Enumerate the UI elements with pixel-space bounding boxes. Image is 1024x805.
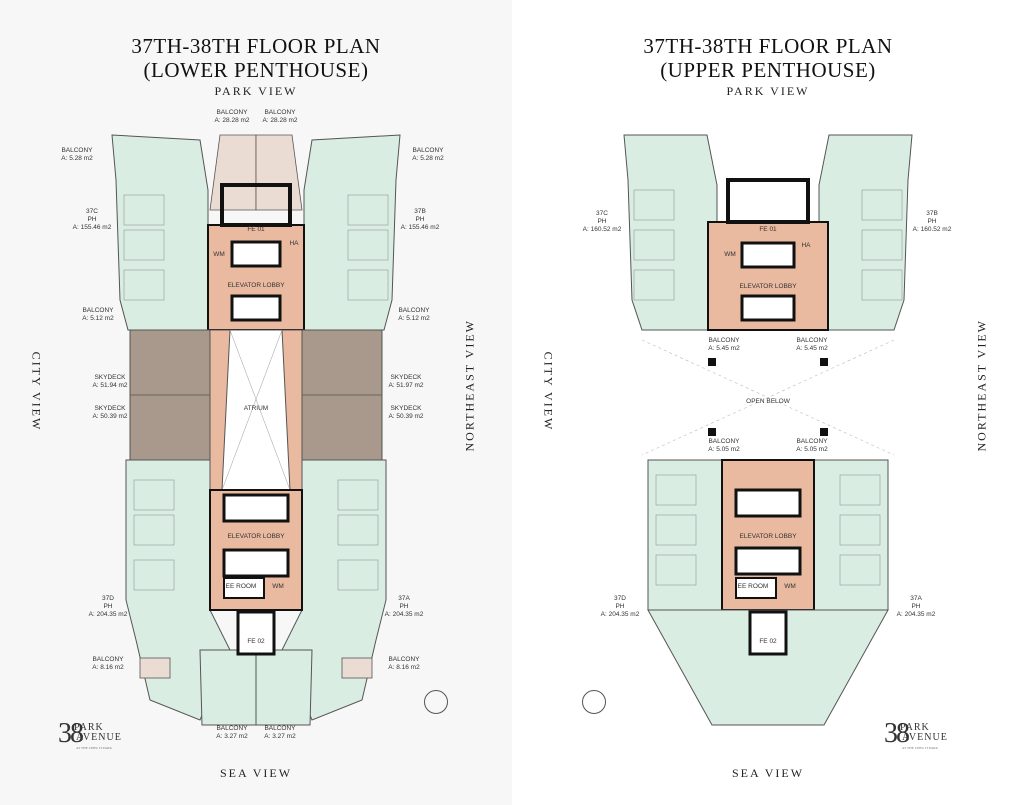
- logo-line1: PARK: [900, 722, 930, 733]
- upper-sea-view-label: SEA VIEW: [731, 766, 805, 780]
- lower-floor-plan: [111, 134, 401, 726]
- upper-title-line2: (UPPER PENTHOUSE): [660, 58, 876, 82]
- unit-37c-area: [111, 134, 209, 331]
- logo-line2: AVENUE: [76, 732, 122, 743]
- upper-label-fe02: FE 02: [759, 638, 777, 645]
- upper-penthouse-panel: 37TH-38TH FLOOR PLAN (UPPER PENTHOUSE) P…: [512, 0, 1024, 805]
- upper-bottom-terrace: [647, 609, 889, 726]
- label-ha: HA: [289, 240, 299, 247]
- upper-label-ee-room: EE ROOM: [737, 583, 769, 590]
- balcony-bottom-right: [341, 657, 373, 679]
- upper-label-ha: HA: [801, 242, 811, 249]
- label-fe02: FE 02: [247, 638, 265, 645]
- label-ee-room: EE ROOM: [225, 583, 257, 590]
- balcony-bottom-left: [139, 657, 171, 679]
- unit-37b-area: [303, 134, 401, 331]
- upper-title-line1: 37TH-38TH FLOOR PLAN: [643, 34, 893, 58]
- upper-label-elevator-lobby2: ELEVATOR LOBBY: [739, 533, 797, 540]
- upper-label-wm2: WM: [784, 583, 796, 590]
- logo-line2: AVENUE: [902, 732, 948, 743]
- label-fe01: FE 01: [247, 226, 265, 233]
- logo-tagline: AT THE CEBU IT PARK: [76, 746, 113, 750]
- upper-floor-plan: [623, 134, 913, 726]
- logo-line1: PARK: [74, 722, 104, 733]
- label-atrium: ATRIUM: [243, 405, 269, 412]
- compass-icon: [582, 690, 606, 714]
- upper-label-open-below: OPEN BELOW: [746, 398, 790, 405]
- logo-number: 38: [884, 718, 910, 749]
- lower-title-line1: 37TH-38TH FLOOR PLAN: [131, 34, 381, 58]
- lower-penthouse-panel: 37TH-38TH FLOOR PLAN (LOWER PENTHOUSE) P…: [29, 34, 477, 780]
- upper-park-view-label: PARK VIEW: [726, 84, 810, 98]
- label-elevator-lobby2: ELEVATOR LOBBY: [227, 533, 285, 540]
- label-wm: WM: [213, 251, 225, 258]
- brand-logo: 38 PARK AVENUE AT THE CEBU IT PARK: [884, 718, 947, 751]
- upper-label-fe01: FE 01: [759, 226, 777, 233]
- logo-tagline: AT THE CEBU IT PARK: [902, 746, 939, 750]
- upper-unit-37c-area: [623, 134, 718, 331]
- compass-icon: [424, 690, 448, 714]
- top-balcony-left: [209, 134, 257, 211]
- lower-title-line2: (LOWER PENTHOUSE): [143, 58, 369, 82]
- lower-park-view-label: PARK VIEW: [214, 84, 298, 98]
- lower-sea-view-label: SEA VIEW: [219, 766, 293, 780]
- label-wm2: WM: [272, 583, 284, 590]
- top-balcony-right: [255, 134, 303, 211]
- upper-unit-37b-area: [818, 134, 913, 331]
- label-elevator-lobby: ELEVATOR LOBBY: [227, 282, 285, 289]
- logo-number: 38: [58, 718, 84, 749]
- upper-label-elevator-lobby: ELEVATOR LOBBY: [739, 283, 797, 290]
- upper-label-wm: WM: [724, 251, 736, 258]
- brand-logo: 38 PARK AVENUE AT THE CEBU IT PARK: [58, 718, 121, 751]
